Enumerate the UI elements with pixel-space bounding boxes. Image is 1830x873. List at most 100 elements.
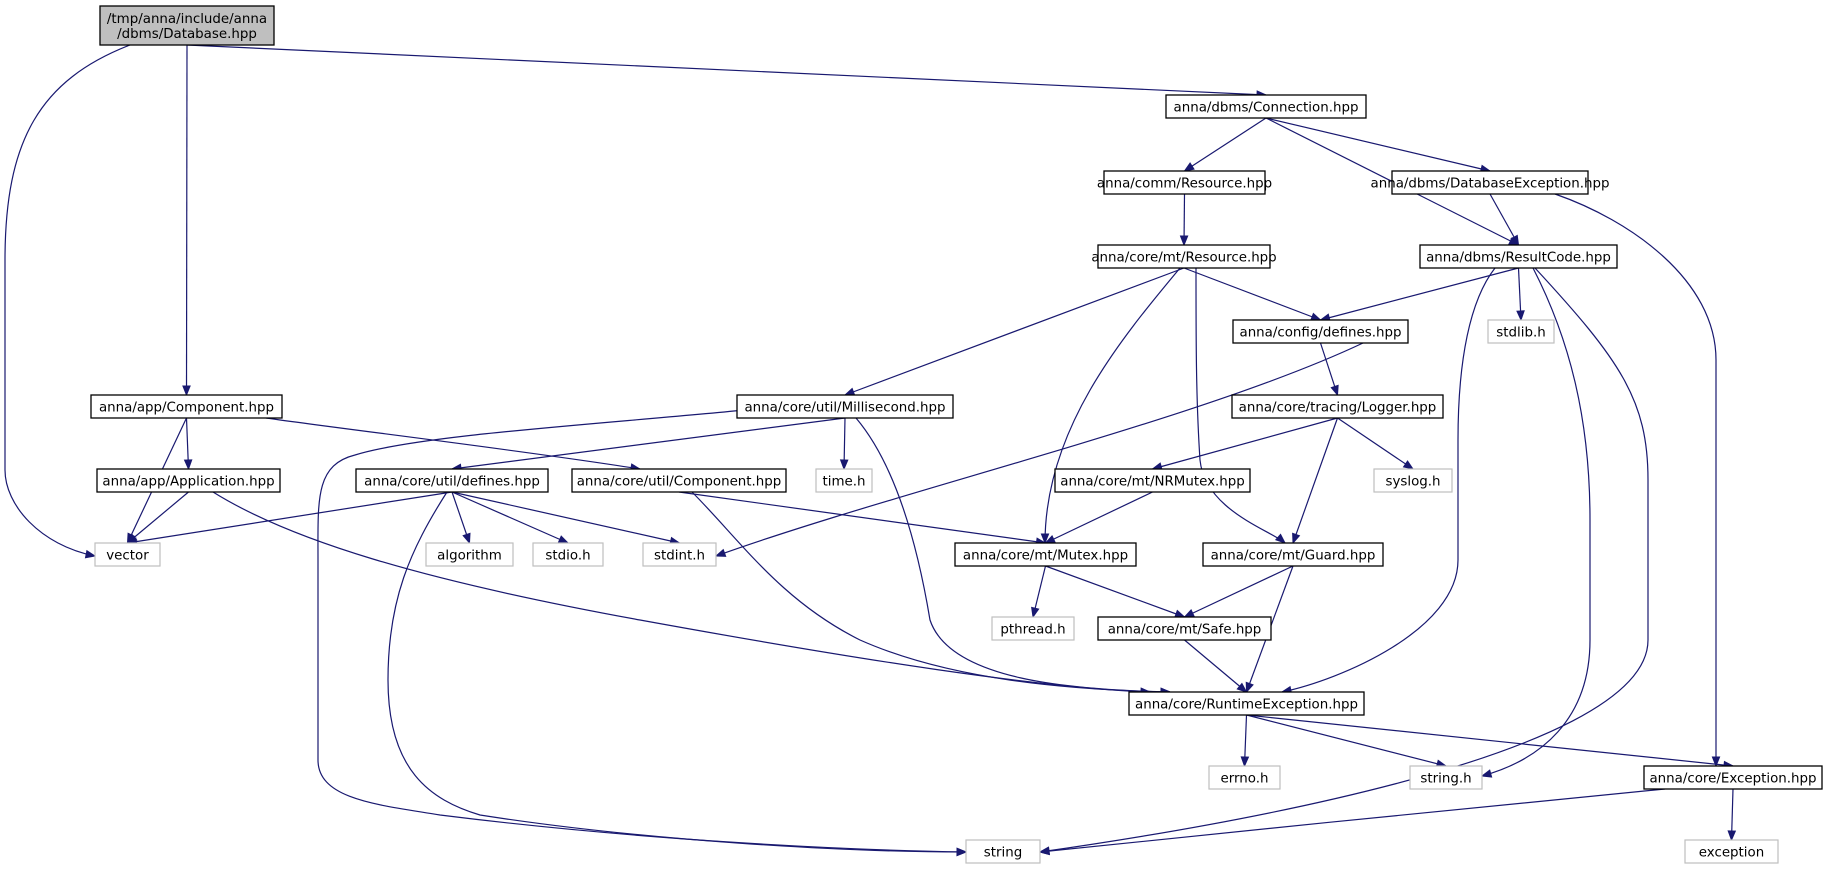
node-label-nrmutex: anna/core/mt/NRMutex.hpp (1060, 475, 1245, 490)
node-mt_resource[interactable]: anna/core/mt/Resource.hpp (1091, 244, 1277, 269)
node-app_component[interactable]: anna/app/Component.hpp (90, 394, 283, 419)
node-db_exception[interactable]: anna/dbms/DatabaseException.hpp (1371, 170, 1610, 195)
node-box-comm_resource (1103, 170, 1266, 195)
node-label-root-line-2: /dbms/Database.hpp (117, 27, 257, 42)
node-box-db_exception (1391, 170, 1589, 195)
node-connection[interactable]: anna/dbms/Connection.hpp (1165, 94, 1367, 119)
edge-util_component-to-runtime_exception (691, 491, 1171, 693)
node-label-pthread: pthread.h (1000, 623, 1065, 638)
edge-application-to-runtime_exception (212, 491, 1151, 693)
node-box-syslog (1373, 468, 1453, 493)
edge-arrowhead-util_defines-to-string (956, 847, 968, 857)
node-box-stdlib (1487, 319, 1555, 344)
node-application[interactable]: anna/app/Application.hpp (96, 468, 281, 493)
node-box-runtime_exception (1128, 691, 1365, 716)
edge-arrowhead-mt_resource-to-millisecond (843, 387, 856, 396)
edge-arrowhead-connection-to-comm_resource (1183, 162, 1195, 172)
node-box-logger (1231, 394, 1444, 419)
edge-arrowhead-util_defines-to-algorithm (462, 532, 471, 545)
edge-result_code-to-string (1039, 267, 1649, 853)
edge-connection-to-comm_resource (1184, 117, 1267, 172)
edge-mt_resource-to-guard (1195, 267, 1286, 544)
node-label-result_code: anna/dbms/ResultCode.hpp (1426, 251, 1611, 266)
node-label-stdint: stdint.h (654, 549, 705, 564)
edge-millisecond-to-util_defines (451, 417, 846, 470)
node-box-millisecond (736, 394, 954, 419)
node-algorithm: algorithm (425, 542, 514, 567)
edge-result_code-to-string_h (1481, 267, 1591, 777)
edge-arrowhead-mt_resource-to-config_defines (1310, 312, 1322, 321)
edge-arrowhead-logger-to-guard (1292, 532, 1301, 545)
node-box-pthread (991, 616, 1075, 641)
node-label-mt_resource: anna/core/mt/Resource.hpp (1091, 251, 1276, 266)
node-box-result_code (1419, 244, 1618, 269)
node-label-connection: anna/dbms/Connection.hpp (1174, 101, 1359, 116)
edge-logger-to-syslog (1337, 417, 1414, 470)
node-box-util_defines (355, 468, 549, 493)
node-result_code[interactable]: anna/dbms/ResultCode.hpp (1419, 244, 1618, 269)
node-guard[interactable]: anna/core/mt/Guard.hpp (1202, 542, 1384, 567)
node-label-logger: anna/core/tracing/Logger.hpp (1239, 401, 1437, 416)
node-box-exception (1684, 839, 1779, 864)
edge-runtime_exception-to-string_h (1246, 714, 1447, 767)
edge-util_defines-to-stdint (451, 491, 680, 544)
node-comm_resource[interactable]: anna/comm/Resource.hpp (1097, 170, 1272, 195)
edge-arrowhead-millisecond-to-time (839, 459, 849, 471)
node-stdio: stdio.h (532, 542, 604, 567)
edges-layer (4, 44, 1737, 857)
node-mutex[interactable]: anna/core/mt/Mutex.hpp (954, 542, 1137, 567)
node-box-connection (1165, 94, 1367, 119)
edge-arrowhead-core_exception-to-string (1038, 846, 1050, 856)
edge-arrowhead-app_component-to-application (183, 459, 193, 471)
edge-arrowhead-core_exception-to-exception (1727, 830, 1737, 842)
node-string: string (965, 839, 1041, 864)
node-label-runtime_exception: anna/core/RuntimeException.hpp (1135, 698, 1358, 713)
node-vector: vector (94, 542, 161, 567)
node-box-safe (1097, 616, 1272, 641)
node-box-mt_resource (1097, 244, 1271, 269)
edge-guard-to-safe (1184, 565, 1294, 618)
node-box-errno (1208, 765, 1281, 790)
node-label-mutex: anna/core/mt/Mutex.hpp (963, 549, 1128, 564)
node-util_component[interactable]: anna/core/util/Component.hpp (571, 468, 787, 493)
node-label-vector: vector (106, 549, 149, 564)
edge-runtime_exception-to-core_exception (1246, 714, 1734, 767)
node-millisecond[interactable]: anna/core/util/Millisecond.hpp (736, 394, 954, 419)
node-label-stdlib: stdlib.h (1496, 326, 1545, 341)
node-errno: errno.h (1208, 765, 1281, 790)
edge-arrowhead-config_defines-to-stdint (714, 548, 727, 557)
edge-arrowhead-comm_resource-to-mt_resource (1179, 235, 1189, 247)
node-config_defines[interactable]: anna/config/defines.hpp (1232, 319, 1409, 344)
node-label-algorithm: algorithm (437, 549, 502, 564)
edge-mt_resource-to-config_defines (1183, 267, 1321, 321)
node-box-mutex (954, 542, 1137, 567)
node-stdlib: stdlib.h (1487, 319, 1555, 344)
edge-arrowhead-safe-to-runtime_exception (1236, 682, 1248, 693)
node-label-time: time.h (823, 475, 866, 490)
edge-result_code-to-runtime_exception (1281, 267, 1496, 693)
node-box-application (96, 468, 281, 493)
node-pthread: pthread.h (991, 616, 1075, 641)
edge-result_code-to-config_defines (1320, 267, 1519, 321)
node-runtime_exception[interactable]: anna/core/RuntimeException.hpp (1128, 691, 1365, 716)
node-safe[interactable]: anna/core/mt/Safe.hpp (1097, 616, 1272, 641)
node-core_exception[interactable]: anna/core/Exception.hpp (1643, 765, 1823, 790)
edge-arrowhead-guard-to-safe (1183, 609, 1195, 618)
edge-mutex-to-safe (1045, 565, 1185, 618)
edge-arrowhead-db_exception-to-core_exception (1711, 756, 1721, 768)
node-label-config_defines: anna/config/defines.hpp (1239, 326, 1401, 341)
node-box-time (815, 468, 873, 493)
node-label-core_exception: anna/core/Exception.hpp (1649, 772, 1816, 787)
edge-util_defines-to-string (387, 491, 967, 853)
edge-connection-to-db_exception (1265, 117, 1491, 172)
node-box-util_component (571, 468, 787, 493)
node-label-db_exception: anna/dbms/DatabaseException.hpp (1371, 177, 1610, 192)
edge-arrowhead-result_code-to-stdlib (1516, 310, 1525, 322)
node-label-root-line-1: /tmp/anna/include/anna (107, 12, 267, 27)
edge-arrowhead-logger-to-syslog (1402, 460, 1415, 470)
node-nrmutex[interactable]: anna/core/mt/NRMutex.hpp (1054, 468, 1251, 493)
node-logger[interactable]: anna/core/tracing/Logger.hpp (1231, 394, 1444, 419)
node-exception: exception (1684, 839, 1779, 864)
node-util_defines[interactable]: anna/core/util/defines.hpp (355, 468, 549, 493)
node-box-app_component (90, 394, 283, 419)
